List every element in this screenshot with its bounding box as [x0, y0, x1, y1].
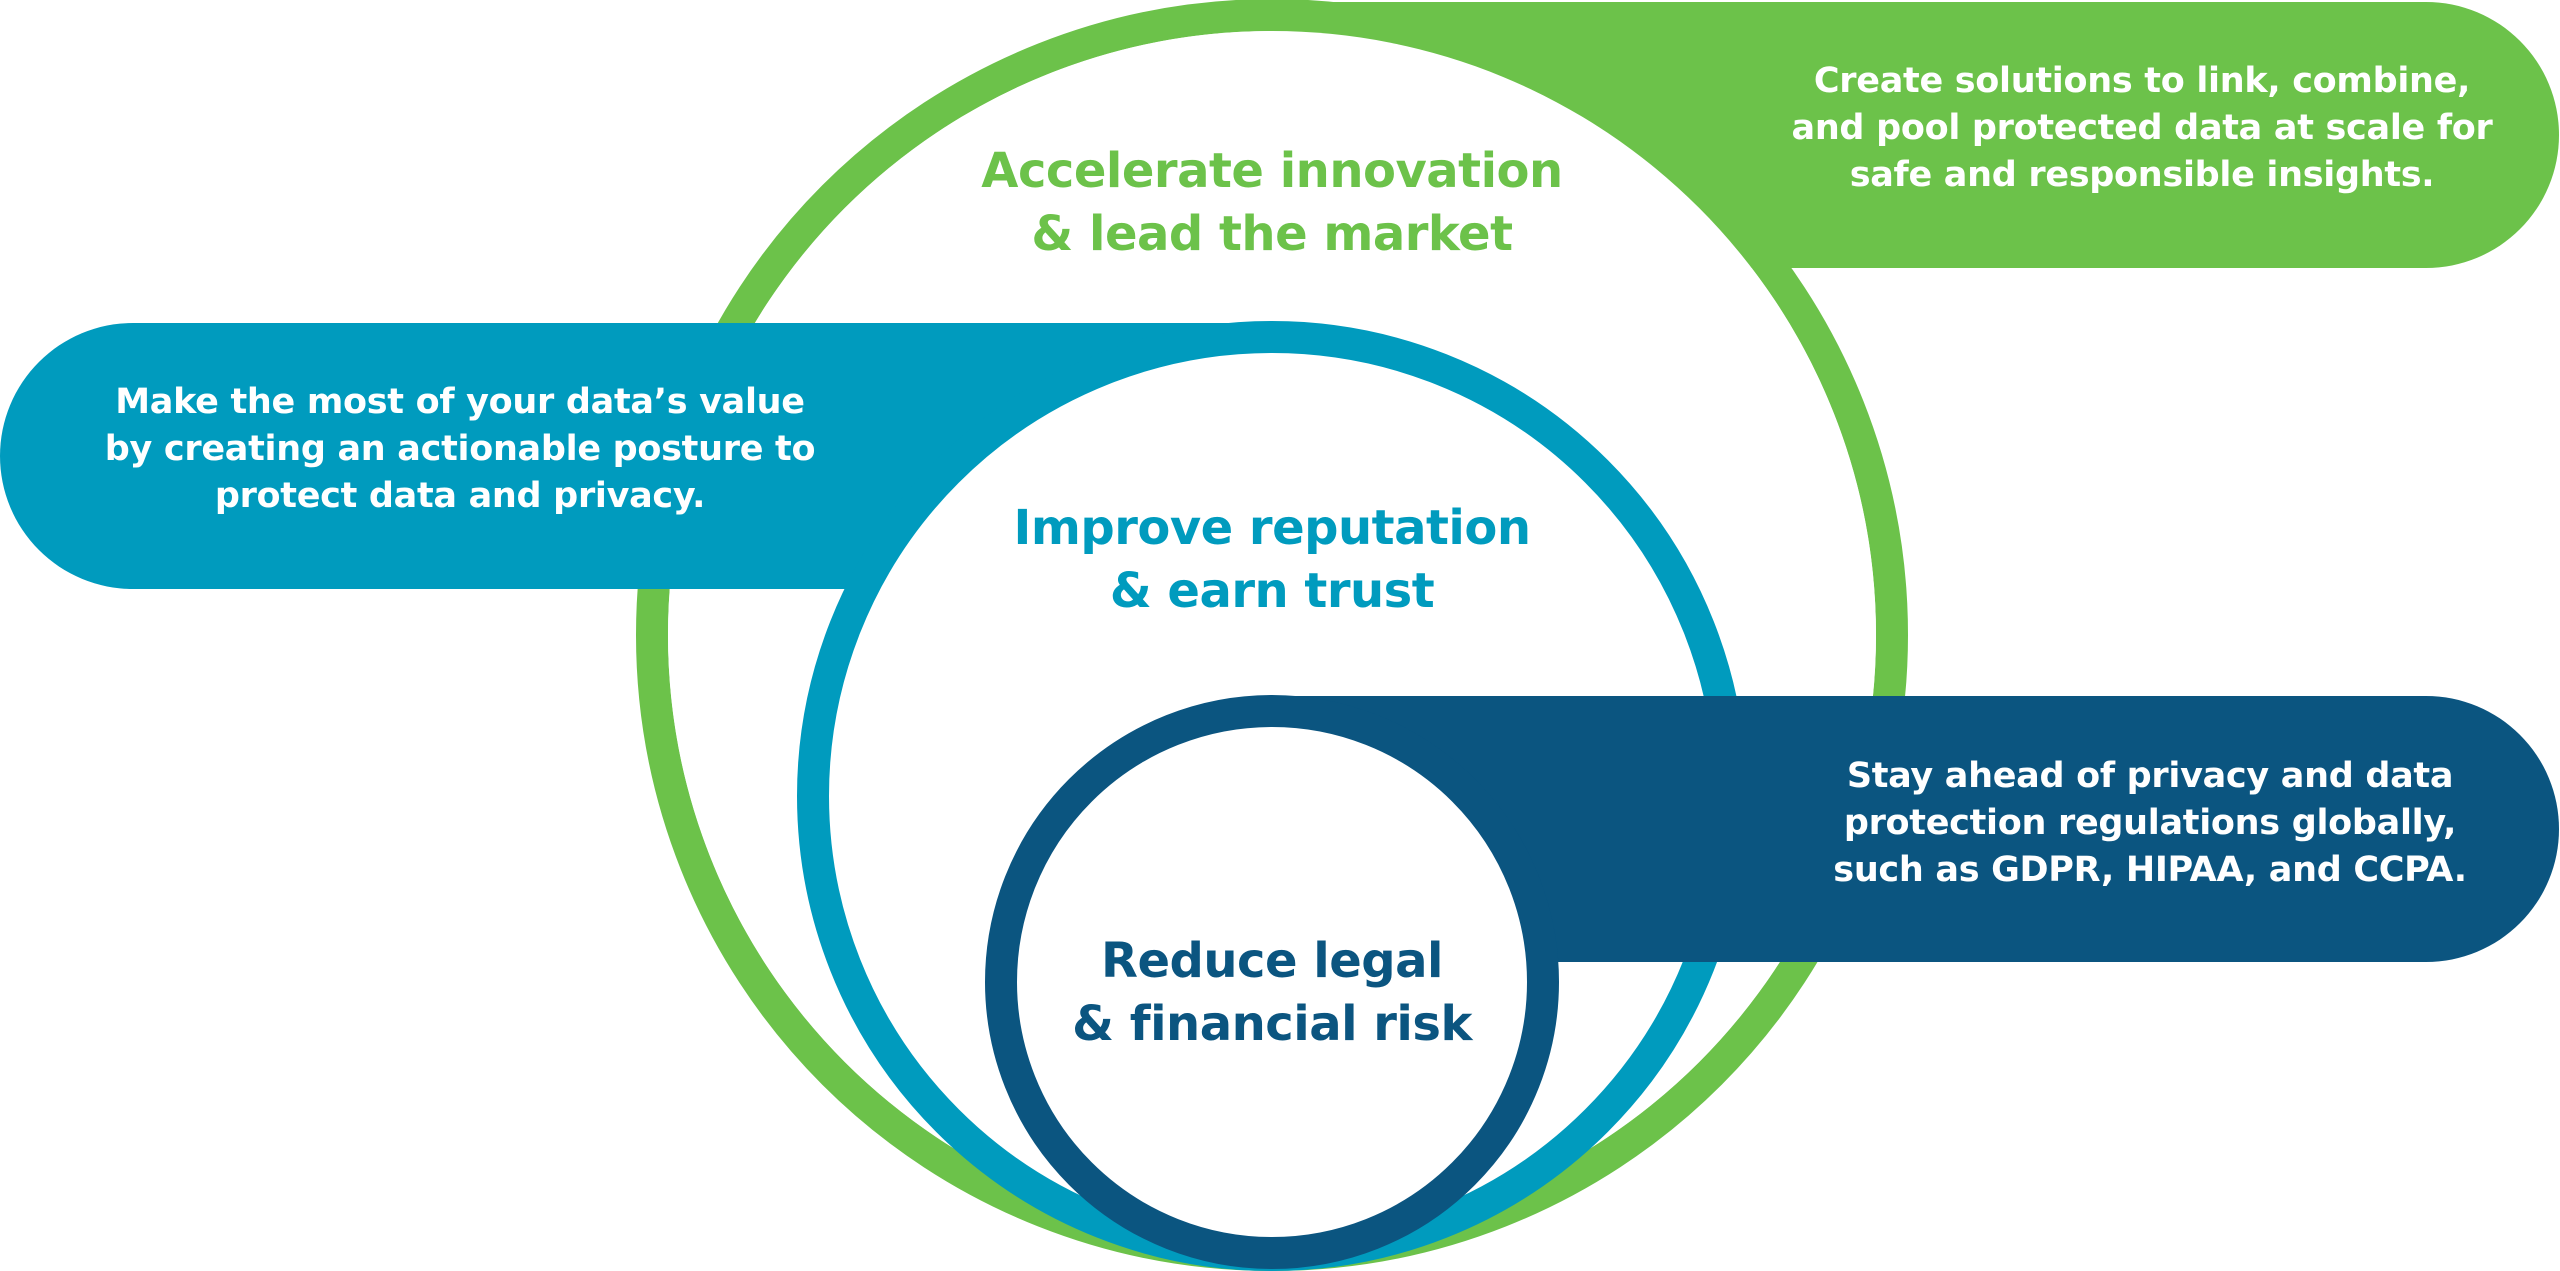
outer-title-line-2: & lead the market — [1031, 206, 1513, 262]
inner-level-description: Stay ahead of privacy and data protectio… — [1755, 753, 2545, 894]
inner-circle-ring — [985, 695, 1559, 1269]
inner-level-title: Reduce legal & financial risk — [972, 930, 1572, 1056]
middle-title-line-2: & earn trust — [1109, 563, 1435, 619]
outer-desc-line-1: Create solutions to link, combine, — [1813, 61, 2471, 101]
middle-desc-line-2: by creating an actionable posture to — [104, 429, 816, 469]
middle-desc-line-1: Make the most of your data’s value — [115, 382, 805, 422]
outer-level-title: Accelerate innovation & lead the market — [872, 140, 1672, 266]
inner-title-line-2: & financial risk — [1072, 996, 1472, 1052]
outer-title-line-1: Accelerate innovation — [981, 143, 1563, 199]
middle-level-title: Improve reputation & earn trust — [872, 497, 1672, 623]
middle-title-line-1: Improve reputation — [1013, 500, 1531, 556]
outer-level-description: Create solutions to link, combine, and p… — [1752, 58, 2532, 199]
inner-title-line-1: Reduce legal — [1101, 933, 1443, 989]
inner-desc-line-1: Stay ahead of privacy and data — [1846, 756, 2454, 796]
inner-desc-line-2: protection regulations globally, — [1843, 803, 2457, 843]
outer-desc-line-2: and pool protected data at scale for — [1791, 108, 2493, 148]
inner-desc-line-3: such as GDPR, HIPAA, and CCPA. — [1833, 850, 2467, 890]
middle-desc-line-3: protect data and privacy. — [214, 476, 706, 516]
middle-level-description: Make the most of your data’s value by cr… — [70, 379, 850, 520]
outer-desc-line-3: safe and responsible insights. — [1849, 155, 2435, 195]
inner-description-pill — [1272, 696, 2559, 962]
